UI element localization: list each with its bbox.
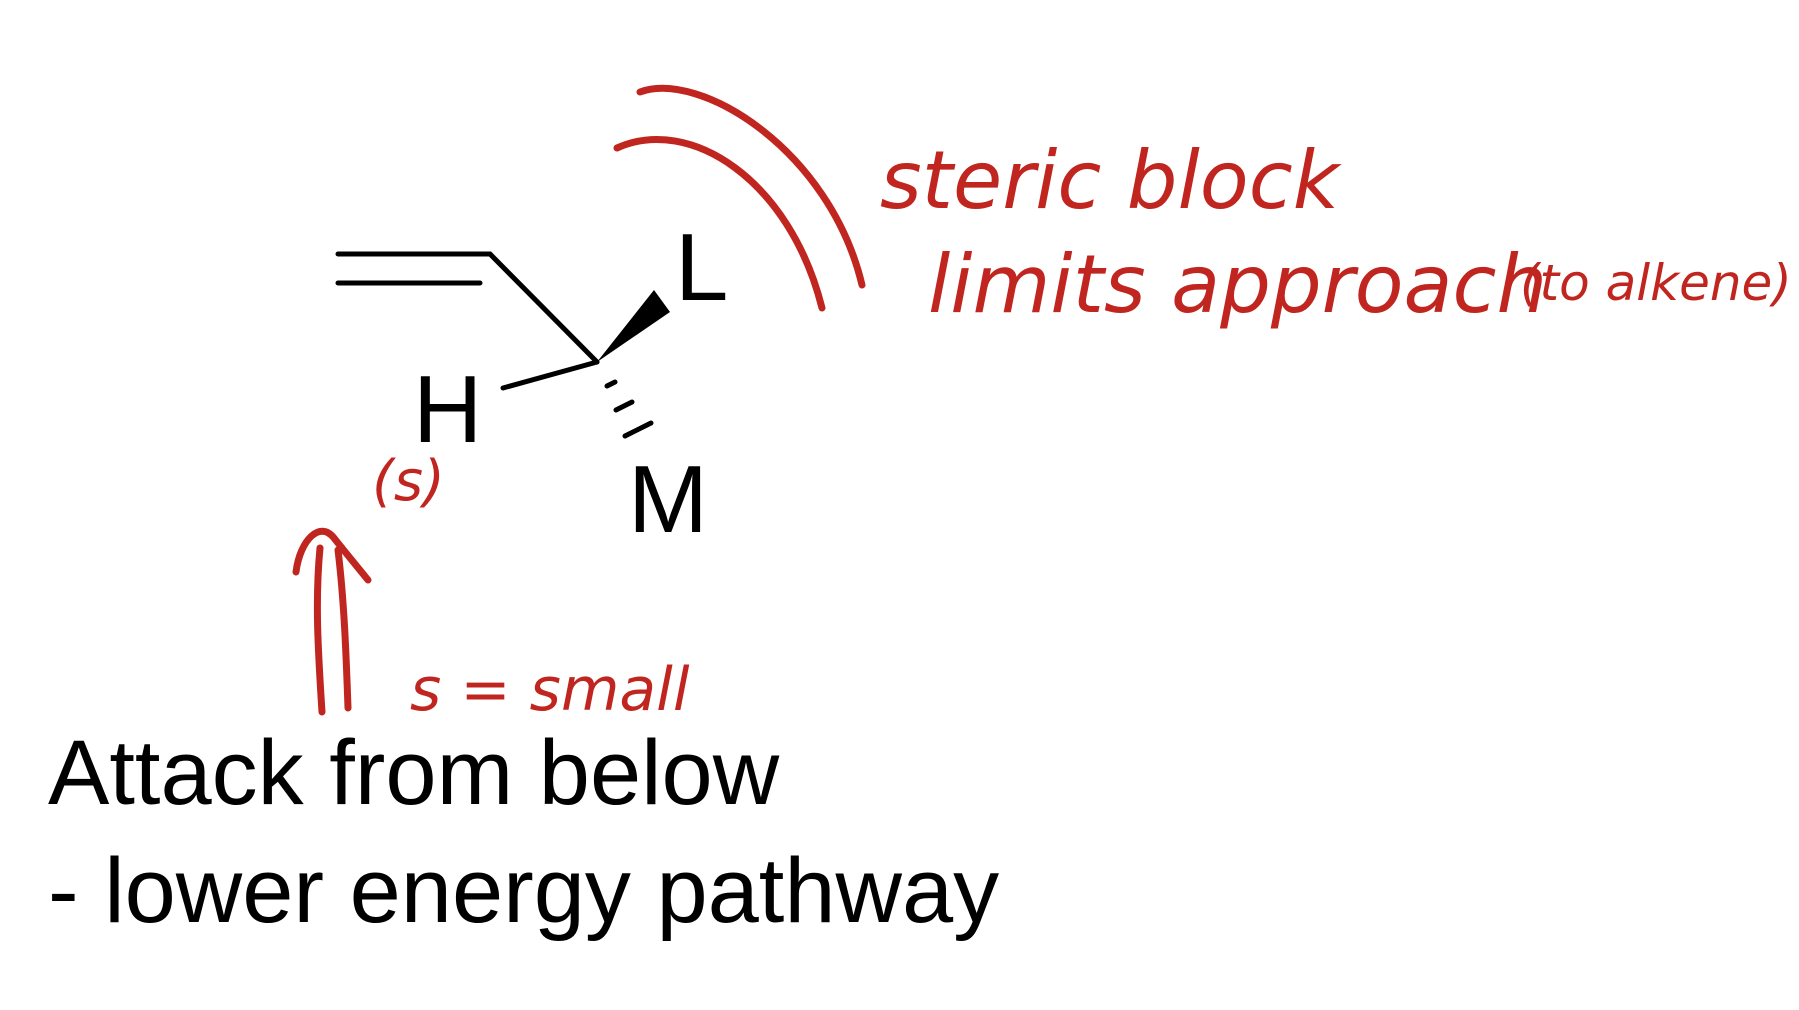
attack-arrow bbox=[292, 527, 372, 716]
wedge-bond-to-L bbox=[597, 290, 670, 362]
to-alkene-note: (to alkene) bbox=[1520, 254, 1792, 312]
steric-arc-inner bbox=[613, 136, 826, 312]
atom-label-M: M bbox=[628, 446, 708, 553]
attack-arrow-head bbox=[292, 527, 372, 584]
atom-label-L: L bbox=[675, 214, 728, 321]
steric-arc-outer bbox=[636, 84, 866, 289]
attack-arrow-shaft-left bbox=[313, 544, 326, 716]
hashed-bond-to-M bbox=[604, 379, 654, 439]
steric-arcs bbox=[613, 84, 866, 312]
atom-label-H: H bbox=[413, 356, 482, 463]
steric-block-label: steric block bbox=[880, 134, 1342, 227]
small-group-label: (s) bbox=[372, 449, 445, 514]
attack-arrow-shaft-right bbox=[334, 546, 352, 712]
bond-to-H bbox=[500, 359, 600, 391]
molecule: L H M bbox=[335, 214, 728, 553]
bond-vinyl-to-stereocenter bbox=[487, 251, 600, 365]
caption-line-1: Attack from below bbox=[48, 722, 780, 824]
caption-line-2: - lower energy pathway bbox=[48, 840, 999, 942]
small-legend: s = small bbox=[410, 655, 690, 725]
limits-approach-label: limits approach bbox=[928, 238, 1547, 331]
